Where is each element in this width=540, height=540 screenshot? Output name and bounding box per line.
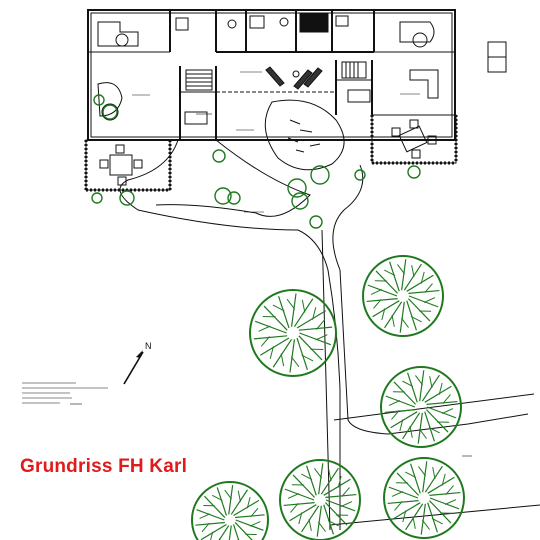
north-label: N <box>145 341 152 351</box>
legend-block <box>22 382 108 405</box>
tree-icon <box>249 289 337 377</box>
shrub-icon <box>102 104 118 120</box>
furniture-sofas <box>97 21 439 121</box>
building-outline <box>87 9 456 141</box>
shrub-icon <box>227 191 241 205</box>
shrub-icon <box>93 94 105 106</box>
tree-icon <box>279 459 361 540</box>
shrub-icon <box>310 165 330 185</box>
bathrooms <box>175 13 371 125</box>
shrub-icon <box>214 187 232 205</box>
shrub-icon <box>287 178 307 198</box>
tree-icon <box>191 481 269 540</box>
north-arrow-icon: N <box>123 341 152 385</box>
garden-paths <box>119 139 540 531</box>
tree-icon <box>362 255 444 337</box>
shrub-icon <box>309 215 323 229</box>
trees-group <box>191 255 465 540</box>
shrub-icon <box>212 149 226 163</box>
staircase <box>185 61 367 91</box>
shrub-icon <box>354 169 366 181</box>
terrace-right <box>370 114 458 165</box>
shrub-icon <box>407 165 421 179</box>
sun-loungers <box>265 66 323 90</box>
shrub-icon <box>291 192 309 210</box>
terrace-left <box>84 139 172 192</box>
shrub-icon <box>119 190 135 206</box>
shrub-icon <box>91 192 103 204</box>
tree-icon <box>383 457 465 539</box>
pond <box>264 99 345 171</box>
side-panel <box>487 41 507 73</box>
plan-title: Grundriss FH Karl <box>20 456 188 477</box>
shrubs-group <box>91 94 421 229</box>
tree-icon <box>380 366 462 448</box>
room-marks <box>132 71 472 457</box>
